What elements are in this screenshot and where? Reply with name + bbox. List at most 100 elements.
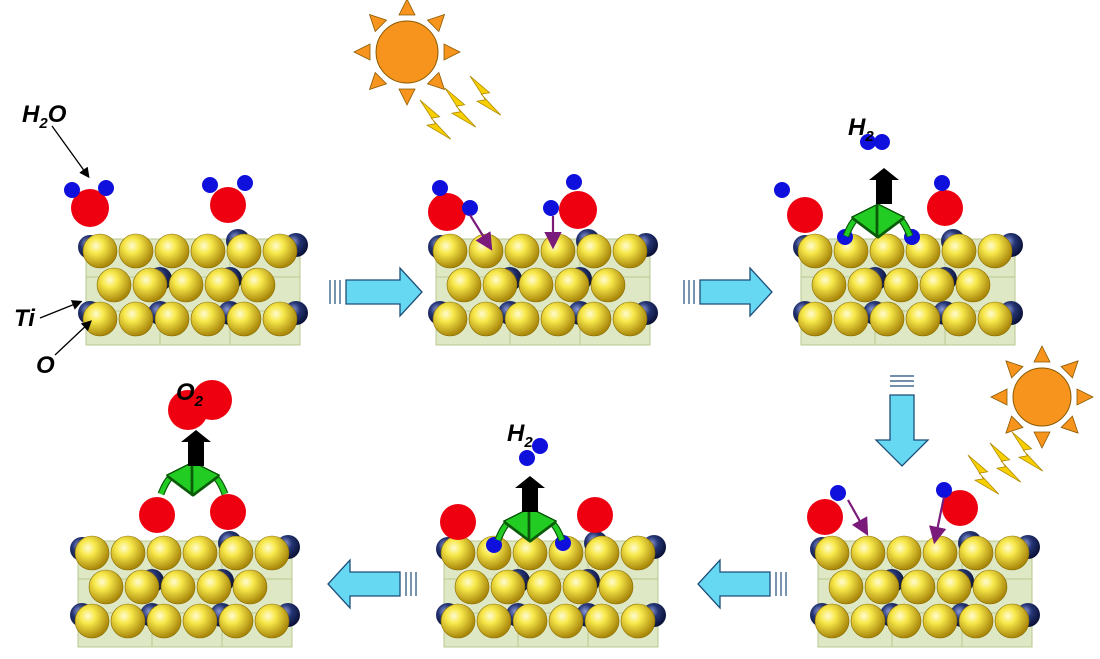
surface-oxygen-atom xyxy=(432,301,468,337)
hydrogen-atom xyxy=(202,177,218,193)
surface-oxygen-atom xyxy=(994,535,1030,571)
surface-oxygen-atom xyxy=(182,535,218,571)
surface-oxygen-atom xyxy=(82,301,118,337)
sun-ray xyxy=(1076,388,1094,406)
surface-oxygen-atom xyxy=(847,267,883,303)
sun-ray xyxy=(443,43,461,61)
surface-oxygen-atom xyxy=(88,569,124,605)
surface-oxygen-atom xyxy=(584,535,620,571)
hydrogen-atom xyxy=(934,175,950,191)
electron-arrow xyxy=(847,499,869,536)
surface-oxygen-atom xyxy=(262,301,298,337)
process-arrow-2 xyxy=(683,266,773,318)
surface-oxygen-atom xyxy=(620,535,656,571)
dioxygen-label: O2 xyxy=(176,379,204,410)
tio2-slab-3 xyxy=(793,229,1023,346)
lightning-icon xyxy=(989,442,1022,483)
transfer-arrow-left xyxy=(158,474,190,494)
hydrogen-atom xyxy=(936,482,952,498)
surface-oxygen-atom xyxy=(476,603,512,639)
surface-oxygen-atom xyxy=(504,233,540,269)
hydrogen-label-2: H2 xyxy=(507,420,533,451)
adsorbed-oxygen-atom xyxy=(428,193,466,231)
surface-oxygen-atom xyxy=(590,267,626,303)
lightning-icon xyxy=(444,87,477,128)
surface-oxygen-atom xyxy=(518,267,554,303)
surface-oxygen-atom xyxy=(814,603,850,639)
surface-oxygen-atom xyxy=(955,267,991,303)
surface-oxygen-atom xyxy=(883,267,919,303)
surface-oxygen-atom xyxy=(154,301,190,337)
surface-oxygen-atom xyxy=(454,569,490,605)
process-arrow-body xyxy=(345,266,423,318)
surface-oxygen-atom xyxy=(814,535,850,571)
surface-oxygen-atom xyxy=(232,569,268,605)
surface-oxygen-atom xyxy=(190,301,226,337)
surface-oxygen-atom xyxy=(598,569,634,605)
surface-oxygen-atom xyxy=(900,569,936,605)
surface-oxygen-atom xyxy=(612,233,648,269)
transfer-arrow-2 xyxy=(494,520,566,540)
process-arrow-1 xyxy=(329,266,423,318)
surface-oxygen-atom xyxy=(240,267,276,303)
surface-oxygen-atom xyxy=(74,535,110,571)
surface-oxygen-atom xyxy=(612,301,648,337)
surface-oxygen-atom xyxy=(440,535,476,571)
hydrogen-atom xyxy=(486,537,502,553)
lightning-icon xyxy=(967,454,1000,495)
surface-oxygen-atom xyxy=(254,535,290,571)
surface-oxygen-atom xyxy=(850,603,886,639)
surface-oxygen-atom xyxy=(977,301,1013,337)
surface-oxygen-atom xyxy=(850,535,886,571)
hydrogen-label-1: H2 xyxy=(848,114,874,145)
surface-oxygen-atom xyxy=(218,603,254,639)
surface-oxygen-atom xyxy=(958,535,994,571)
sun-ray xyxy=(1005,360,1024,379)
transfer-arrow-left xyxy=(495,520,527,540)
sun-ray xyxy=(1033,431,1051,449)
surface-oxygen-atom xyxy=(548,603,584,639)
sun-ray xyxy=(368,13,388,33)
adsorbed-oxygen-atom xyxy=(787,197,823,233)
sun-ray xyxy=(353,43,371,61)
surface-oxygen-atom xyxy=(74,603,110,639)
adsorbed-oxygen-atom xyxy=(139,497,175,533)
surface-oxygen-atom xyxy=(146,603,182,639)
process-arrow-3 xyxy=(874,375,930,467)
desorption-arrow xyxy=(869,168,899,204)
titanium-leader-line xyxy=(39,300,83,319)
adsorbed-oxygen-atom xyxy=(927,190,963,226)
surface-oxygen-atom xyxy=(886,603,922,639)
surface-oxygen-atom xyxy=(922,535,958,571)
surface-oxygen-atom xyxy=(811,267,847,303)
lightning-icon xyxy=(1011,431,1044,472)
transfer-arrow-right xyxy=(196,474,228,494)
transfer-arrow-right xyxy=(533,520,565,540)
surface-oxygen-atom xyxy=(797,233,833,269)
surface-oxygen-atom xyxy=(168,267,204,303)
hydrogen-atom xyxy=(532,438,548,454)
oxygen-label: O xyxy=(36,352,55,379)
surface-oxygen-atom xyxy=(620,603,656,639)
surface-oxygen-atom xyxy=(869,301,905,337)
surface-oxygen-atom xyxy=(584,603,620,639)
sun-ray xyxy=(1060,415,1079,434)
process-arrow-body xyxy=(327,558,401,610)
sun-ray xyxy=(990,388,1008,406)
sun-2 xyxy=(990,345,1094,449)
adsorbed-oxygen-atom xyxy=(440,504,476,540)
hydrogen-atom xyxy=(543,200,559,216)
surface-oxygen-atom xyxy=(218,535,254,571)
tio2-slab-6 xyxy=(810,531,1040,648)
sun-ray xyxy=(398,88,416,106)
surface-oxygen-atom xyxy=(936,569,972,605)
lightning-icon xyxy=(469,75,502,116)
process-arrow-body xyxy=(699,266,773,318)
surface-oxygen-atom xyxy=(160,569,196,605)
surface-oxygen-atom xyxy=(905,301,941,337)
surface-oxygen-atom xyxy=(82,233,118,269)
surface-oxygen-atom xyxy=(526,569,562,605)
surface-oxygen-atom xyxy=(254,603,290,639)
surface-oxygen-atom xyxy=(446,267,482,303)
water-label: H2O xyxy=(22,101,67,132)
